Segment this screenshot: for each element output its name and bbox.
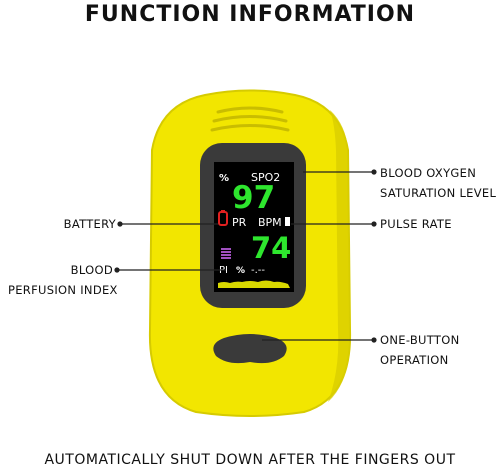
screen xyxy=(214,162,294,292)
pr-value: 74 xyxy=(251,231,291,265)
callout-battery-text: BATTERY xyxy=(63,217,116,231)
grip-ridges xyxy=(210,106,290,132)
spo2-label: SPO2 xyxy=(251,171,280,184)
bpm-label: BPM xyxy=(258,216,282,229)
callout-perfusion-line1: BLOOD xyxy=(70,263,113,277)
callout-button-line2: OPERATION xyxy=(380,353,449,367)
callout-battery: BATTERY xyxy=(40,216,116,232)
callout-button-line1: ONE-BUTTON xyxy=(380,333,460,347)
power-button[interactable] xyxy=(213,334,287,364)
page-title: FUNCTION INFORMATION xyxy=(84,2,416,27)
device-side-shade xyxy=(328,110,351,402)
callout-blood-oxygen-line2: SATURATION LEVEL xyxy=(380,186,497,200)
spo2-value: 97 xyxy=(232,180,275,216)
perfusion-bar-icon xyxy=(221,248,231,259)
pr-label: PR xyxy=(232,216,247,229)
pi-value: -.-- xyxy=(251,265,265,276)
callout-button: ONE-BUTTON OPERATION xyxy=(380,332,459,368)
pleth-waveform xyxy=(218,280,290,288)
callout-pulse-rate: PULSE RATE xyxy=(380,216,452,232)
footer-note: AUTOMATICALLY SHUT DOWN AFTER THE FINGER… xyxy=(44,452,456,468)
callout-perfusion: BLOOD PERFUSION INDEX xyxy=(8,262,118,298)
callout-blood-oxygen: BLOOD OXYGEN SATURATION LEVEL xyxy=(380,165,496,201)
pi-percent-symbol: % xyxy=(236,266,245,276)
spo2-percent-symbol: % xyxy=(219,173,229,184)
bpm-indicator xyxy=(285,217,290,226)
callout-perfusion-line2: PERFUSION INDEX xyxy=(8,283,118,297)
callout-lines xyxy=(114,169,377,343)
callout-blood-oxygen-line1: BLOOD OXYGEN xyxy=(380,166,477,180)
battery-icon xyxy=(218,210,228,226)
callout-pulse-rate-text: PULSE RATE xyxy=(380,217,452,231)
